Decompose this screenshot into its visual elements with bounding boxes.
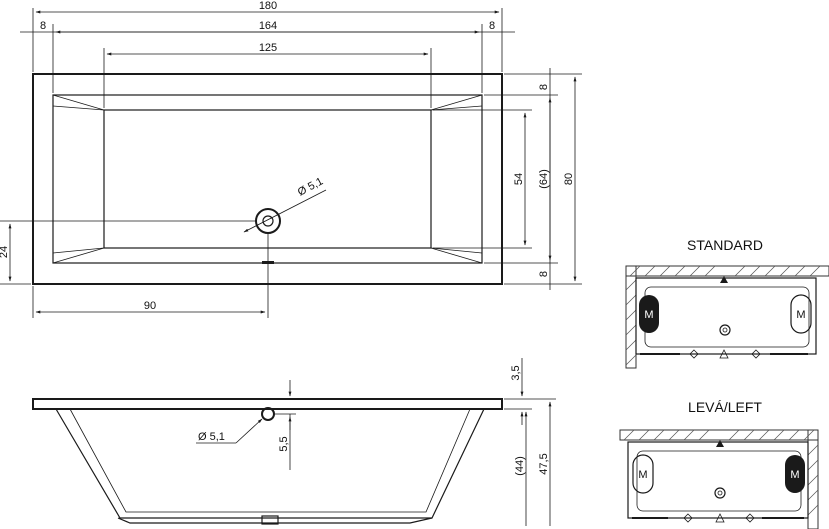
standard-motor-left: M xyxy=(639,295,659,333)
svg-text:M: M xyxy=(790,469,799,481)
dim-inner-width: (64) xyxy=(538,169,550,189)
left-motor-right: M xyxy=(785,455,805,493)
standard-variant: STANDARD M M xyxy=(625,237,829,369)
left-label: LEVÁ/LEFT xyxy=(688,399,762,415)
left-fill-marker xyxy=(716,440,724,447)
drain-top-view xyxy=(255,208,281,234)
dim-drain-diameter-top: Ø 5,1 xyxy=(296,175,325,198)
standard-label: STANDARD xyxy=(687,237,763,253)
side-view: Ø 5,1 5,5 3,5 (44) 47,5 xyxy=(32,358,556,526)
standard-fill-marker xyxy=(720,276,728,283)
dim-drain-offset-x: 90 xyxy=(144,300,156,312)
left-tub-outline xyxy=(627,441,809,519)
dim-drain-diameter-side: Ø 5,1 xyxy=(198,431,225,443)
dim-right-rim: 8 xyxy=(489,20,495,32)
tub-floor xyxy=(103,109,432,249)
dim-bottom-rim: 8 xyxy=(538,271,550,277)
side-body xyxy=(55,408,485,519)
dim-drain-height: 5,5 xyxy=(278,436,290,451)
dim-inner-length: 164 xyxy=(259,20,277,32)
dim-inner-depth: (44) xyxy=(514,456,526,476)
dim-rim-height: 3,5 xyxy=(510,365,522,380)
svg-text:M: M xyxy=(644,309,653,321)
dim-floor-width: 54 xyxy=(513,173,525,185)
tub-inner-basin xyxy=(52,94,483,264)
top-view: Ø 5,1 180 164 8 8 125 90 24 xyxy=(0,0,582,318)
dim-left-rim: 8 xyxy=(40,20,46,32)
standard-motor-right: M xyxy=(790,294,812,334)
left-drain xyxy=(714,487,726,499)
dim-floor-length: 125 xyxy=(259,42,277,54)
dim-total-length: 180 xyxy=(259,0,277,12)
left-motor-left: M xyxy=(632,454,654,494)
dim-total-height: 47,5 xyxy=(538,453,550,474)
standard-tub-outline xyxy=(635,277,817,355)
left-variant: LEVÁ/LEFT M M xyxy=(619,399,819,529)
dim-top-rim: 8 xyxy=(538,84,550,90)
dim-total-width: 80 xyxy=(563,173,575,185)
svg-text:M: M xyxy=(796,309,805,321)
tub-outer-rim xyxy=(32,73,503,285)
dim-drain-offset-y: 24 xyxy=(0,246,10,258)
standard-drain xyxy=(719,324,731,336)
svg-text:M: M xyxy=(638,469,647,481)
